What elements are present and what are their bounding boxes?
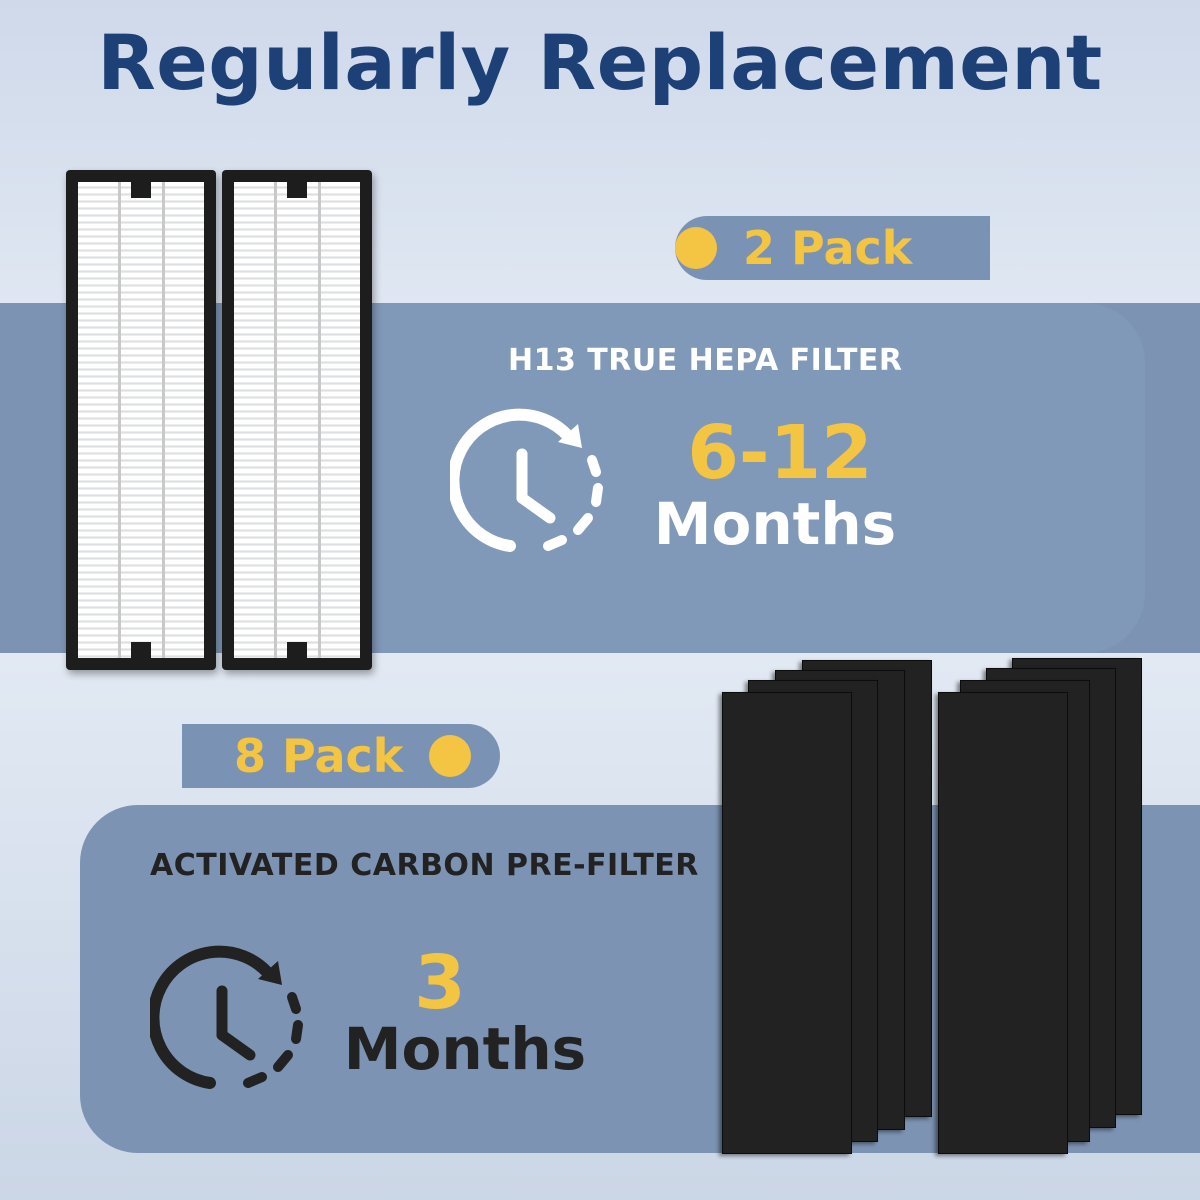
carbon-filter-name: ACTIVATED CARBON PRE-FILTER <box>150 848 699 883</box>
hepa-filter-notch <box>131 642 151 660</box>
hepa-pack-tag: 2 Pack <box>675 216 990 280</box>
page-title: Regularly Replacement <box>97 18 1103 107</box>
hepa-filter-notch <box>287 180 307 198</box>
hepa-filter-notch <box>287 642 307 660</box>
hepa-filter-image <box>66 170 216 670</box>
carbon-duration-unit: Months <box>343 1015 587 1083</box>
hepa-duration: 6-12 <box>687 410 873 496</box>
hepa-filter-media <box>78 182 204 658</box>
bullet-dot-icon <box>675 227 717 269</box>
bullet-dot-icon <box>429 735 472 777</box>
carbon-sheet <box>938 692 1068 1154</box>
hepa-duration-unit: Months <box>653 490 897 558</box>
carbon-sheet <box>722 692 852 1154</box>
carbon-pack-tag: 8 Pack <box>182 724 500 788</box>
clock-refresh-icon <box>150 945 303 1089</box>
hepa-filter-name: H13 TRUE HEPA FILTER <box>508 343 903 378</box>
clock-refresh-icon <box>450 408 603 552</box>
hepa-filter-notch <box>131 180 151 198</box>
hepa-pack-label: 2 Pack <box>743 221 913 275</box>
hepa-filter-image <box>222 170 372 670</box>
carbon-pack-label: 8 Pack <box>234 729 404 783</box>
carbon-duration: 3 <box>414 940 466 1026</box>
hepa-filter-media <box>234 182 360 658</box>
